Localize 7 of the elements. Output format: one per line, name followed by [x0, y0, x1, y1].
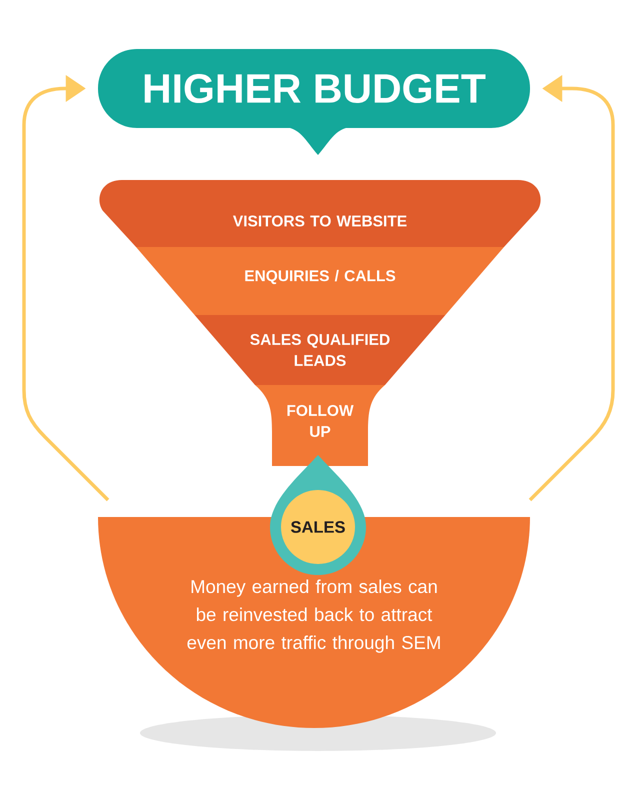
- drop-badge: SALES: [270, 455, 366, 575]
- arrow: [22, 75, 110, 502]
- funnel-band: VISITORS TO WEBSITE: [99, 180, 541, 247]
- funnel-band: ENQUIRIES / CALLS: [136, 247, 504, 315]
- funnel-spout: FOLLOW UP: [255, 385, 385, 466]
- speech-bubble: HIGHER BUDGET: [98, 49, 530, 155]
- funnel-band: SALES QUALIFIED LEADS: [194, 315, 446, 385]
